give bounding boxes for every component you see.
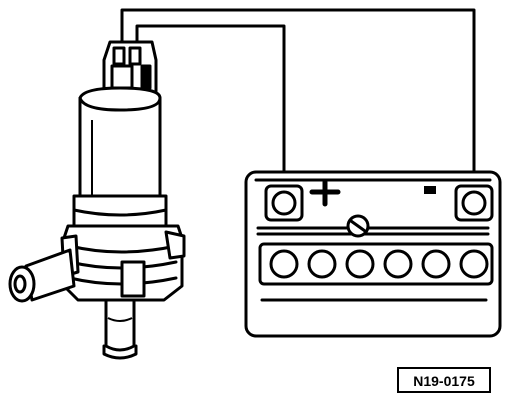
vent-screw-icon bbox=[346, 214, 370, 238]
battery-terminal-negative bbox=[454, 184, 494, 222]
negative-symbol: - bbox=[0, 0, 436, 194]
positive-symbol-text: + bbox=[0, 0, 1, 1]
battery-cell-cap bbox=[421, 249, 451, 279]
pump-housing bbox=[72, 86, 168, 228]
battery-icon: + - bbox=[0, 0, 502, 338]
battery-cell-cap bbox=[383, 249, 413, 279]
wire-to-positive-terminal bbox=[135, 24, 286, 192]
battery-cell-cap bbox=[345, 249, 375, 279]
wire-to-negative-terminal bbox=[120, 8, 476, 192]
battery-cell-cap bbox=[269, 249, 299, 279]
positive-symbol: + bbox=[0, 0, 341, 207]
battery-cell-cap bbox=[307, 249, 337, 279]
figure-reference-label: N19-0175 bbox=[397, 367, 491, 393]
pump-lower-body bbox=[60, 224, 186, 302]
figure-reference-text: N19-0175 bbox=[413, 373, 475, 389]
battery-cell-row bbox=[258, 242, 494, 286]
wire-group bbox=[120, 8, 476, 192]
pump-inlet-pipe bbox=[8, 248, 76, 303]
washer-pump-icon bbox=[8, 40, 186, 360]
battery-cell-cap bbox=[459, 249, 489, 279]
battery-terminal-positive bbox=[264, 184, 304, 222]
pump-outlet-nozzle bbox=[102, 298, 138, 360]
